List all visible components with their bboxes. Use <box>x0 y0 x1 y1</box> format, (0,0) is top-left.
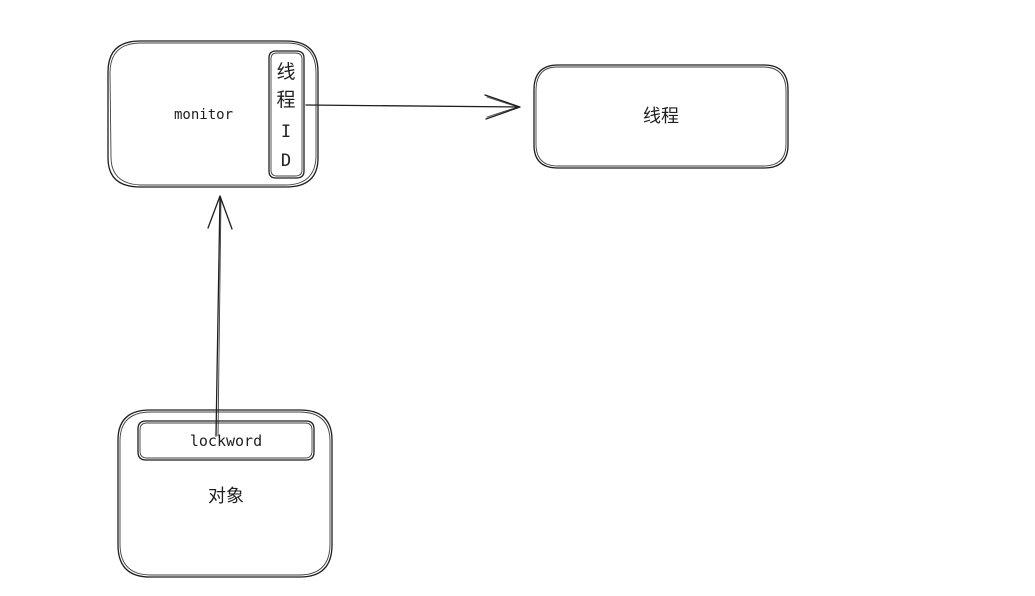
thread-id-char-1: 线 <box>276 61 295 83</box>
arrow-lockword-to-monitor <box>207 195 233 437</box>
lockword-field[interactable]: lockword <box>137 420 315 461</box>
thread-id-char-3: I <box>281 122 291 142</box>
thread-node[interactable]: 线程 <box>533 64 789 169</box>
monitor-node[interactable]: monitor <box>107 40 319 188</box>
thread-id-char-2: 程 <box>276 89 295 111</box>
thread-id-field[interactable]: 线 程 I D <box>268 50 305 179</box>
thread-label: 线程 <box>643 106 679 127</box>
monitor-label: monitor <box>174 107 233 123</box>
object-label: 对象 <box>208 486 244 507</box>
lockword-label: lockword <box>190 432 262 450</box>
thread-id-char-4: D <box>281 151 291 171</box>
object-node[interactable]: 对象 <box>117 409 333 578</box>
arrow-threadid-to-thread <box>305 94 521 120</box>
